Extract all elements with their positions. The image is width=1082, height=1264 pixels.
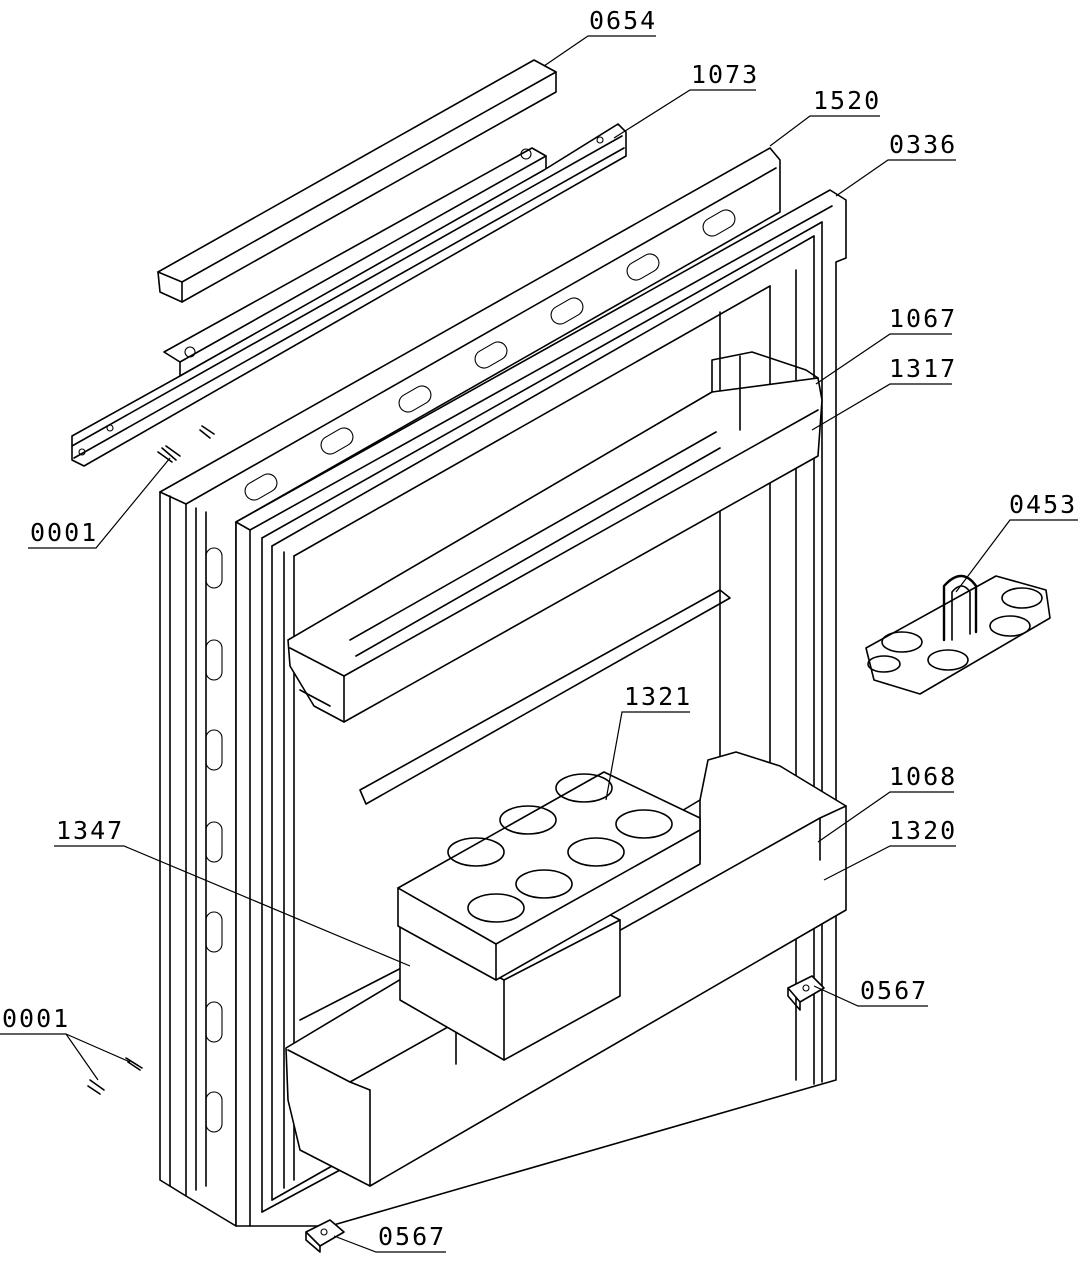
label-1067: 1067 [889, 304, 958, 333]
part-1067-upper-shelf [287, 351, 823, 723]
top-slots [244, 209, 736, 501]
label-0001-top: 0001 [30, 518, 99, 547]
screw-0001-bottom [87, 1057, 143, 1095]
label-0567-bottom: 0567 [378, 1222, 447, 1251]
egg-cups [447, 773, 673, 923]
label-0654: 0654 [589, 6, 658, 35]
part-1520-door-panel [159, 147, 781, 1227]
label-1317: 1317 [889, 354, 958, 383]
label-1321: 1321 [624, 682, 693, 711]
label-0001-bottom: 0001 [2, 1004, 71, 1033]
part-1073-bracket [71, 123, 627, 467]
label-0336: 0336 [889, 130, 958, 159]
part-0654-top-trim [157, 59, 557, 303]
part-0453-egg-holder [865, 574, 1051, 695]
label-0453: 0453 [1009, 490, 1078, 519]
screw-0001-top [157, 425, 215, 463]
label-1347: 1347 [56, 816, 125, 845]
callout-lines [0, 35, 1078, 1253]
part-1321-egg-tray [397, 771, 701, 981]
part-0567-clip-right [787, 975, 825, 1011]
label-1520: 1520 [813, 86, 882, 115]
part-0567-clip-bottom [305, 1219, 345, 1253]
left-slots [205, 547, 223, 1133]
label-1068: 1068 [889, 762, 958, 791]
label-0567-right: 0567 [860, 976, 929, 1005]
label-1320: 1320 [889, 816, 958, 845]
middle-rail [359, 589, 731, 805]
label-1073: 1073 [691, 60, 760, 89]
